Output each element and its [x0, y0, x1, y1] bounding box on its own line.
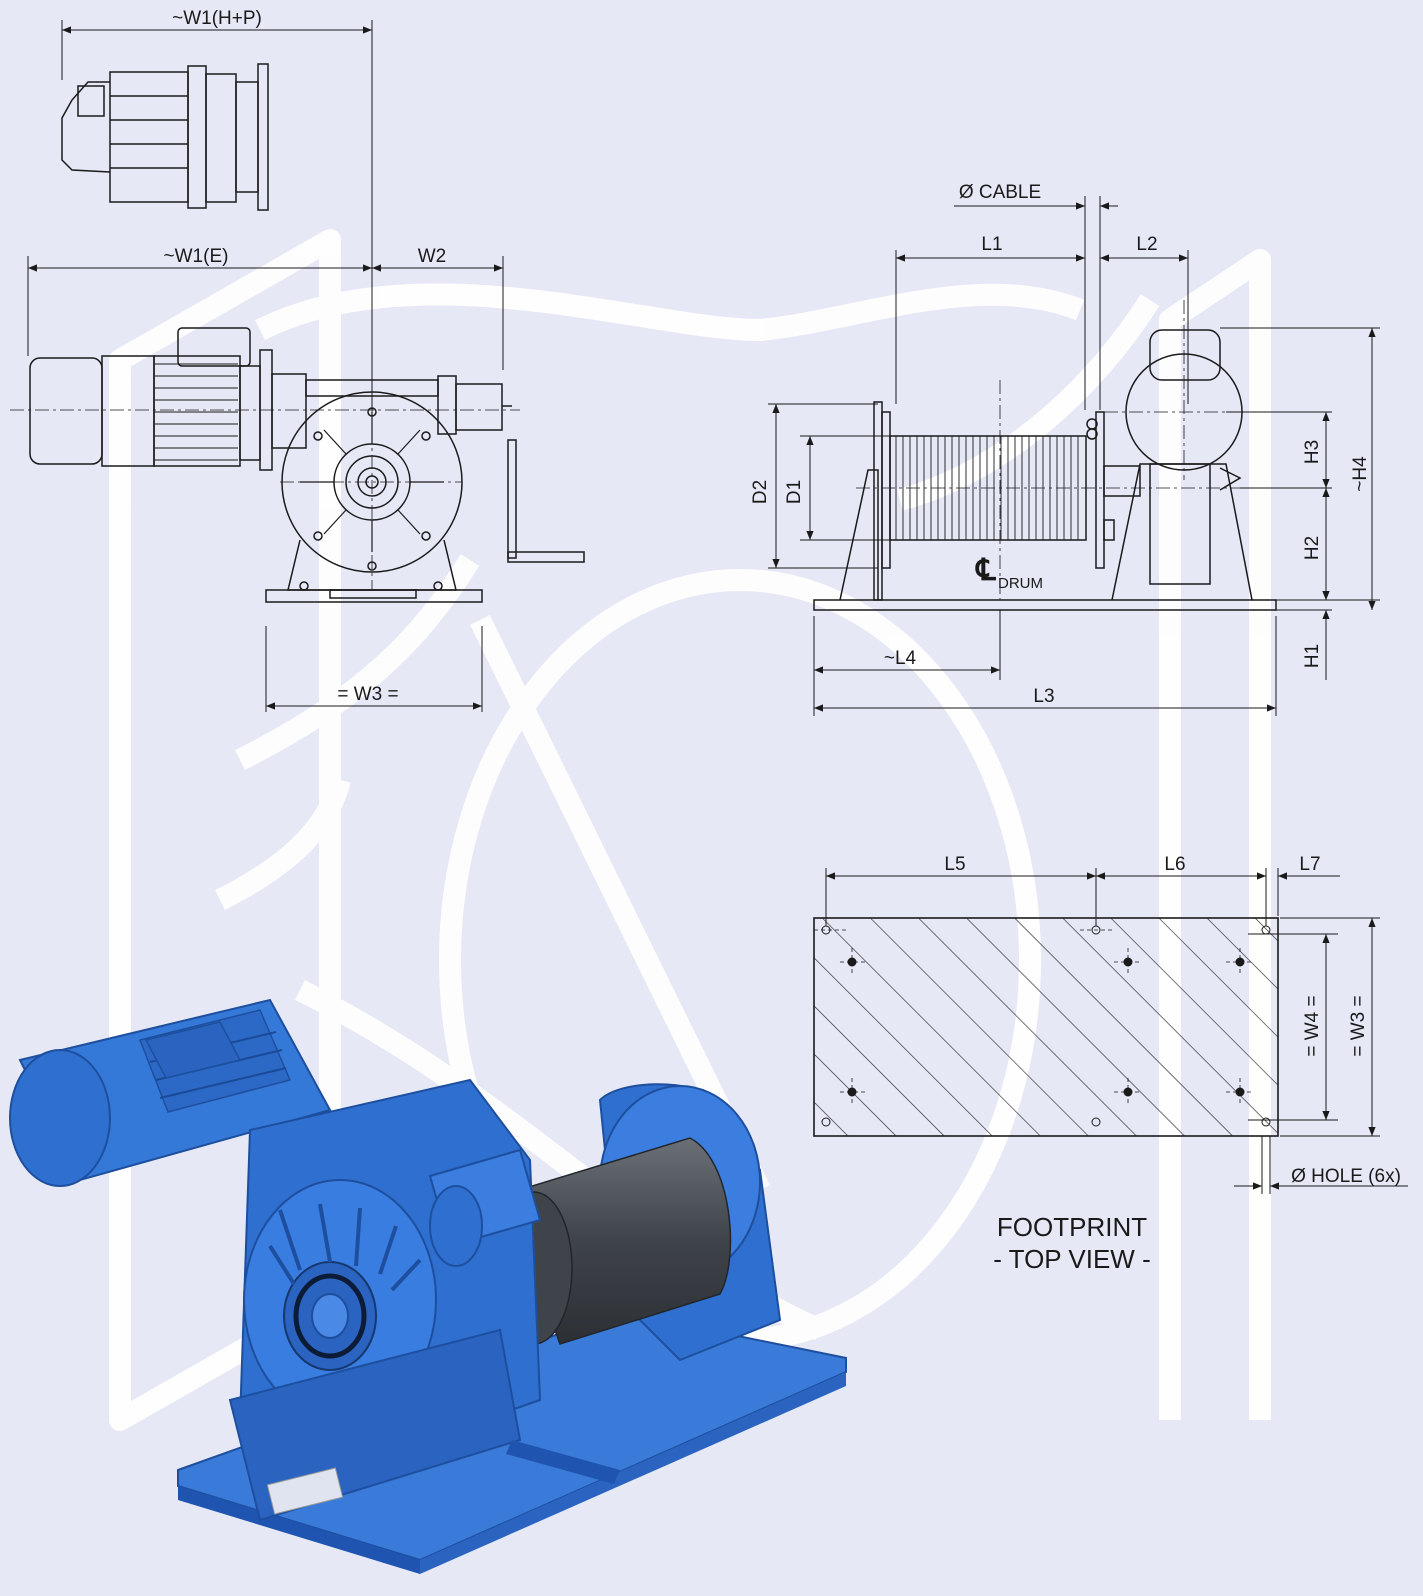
label-cl-symbol: ℄ [974, 554, 996, 587]
footprint-top-view [813, 917, 1279, 1137]
label-w1-e: ~W1(E) [164, 246, 229, 267]
dimension-d1-d2 [768, 403, 892, 569]
footprint-subtitle: - TOP VIEW - [993, 1244, 1150, 1274]
motor-top-view [61, 63, 269, 211]
label-l3: L3 [1033, 686, 1054, 707]
dimension-l3-l4 [813, 610, 1277, 716]
dimension-w3-front [265, 626, 483, 712]
dimension-l5-l6-l7 [825, 868, 1340, 926]
label-d2: D2 [750, 480, 771, 504]
dimension-w1-hp [61, 20, 373, 410]
dimension-hole [1234, 1136, 1408, 1194]
dimension-w4-w3-side [1248, 917, 1380, 1137]
label-cl-drum: DRUM [998, 575, 1043, 592]
label-l4: ~L4 [884, 648, 917, 669]
dimension-w1-e-w2 [27, 256, 504, 370]
label-l5: L5 [944, 854, 965, 875]
label-l6: L6 [1164, 854, 1185, 875]
label-l2: L2 [1136, 234, 1157, 255]
label-l1: L1 [981, 234, 1002, 255]
winch-3d-render [9, 998, 847, 1574]
label-w2: W2 [418, 246, 447, 267]
label-w3-side: = W3 = [1348, 995, 1369, 1056]
winch-side-view [813, 300, 1277, 611]
footprint-title: FOOTPRINT [997, 1212, 1147, 1242]
dimension-h [1220, 327, 1380, 680]
label-cable: Ø CABLE [959, 182, 1041, 203]
label-h1: H1 [1302, 644, 1323, 668]
label-h4: ~H4 [1350, 456, 1371, 492]
label-h3: H3 [1302, 440, 1323, 464]
label-w4-side: = W4 = [1302, 995, 1323, 1056]
dimension-cable-l1-l2 [895, 196, 1189, 410]
winch-front-view [10, 327, 585, 603]
label-hole: Ø HOLE (6x) [1291, 1166, 1401, 1187]
label-w3-front: = W3 = [337, 684, 398, 705]
label-w1-hp: ~W1(H+P) [172, 8, 262, 29]
label-h2: H2 [1302, 536, 1323, 560]
label-l7: L7 [1299, 854, 1320, 875]
label-d1: D1 [784, 480, 805, 504]
